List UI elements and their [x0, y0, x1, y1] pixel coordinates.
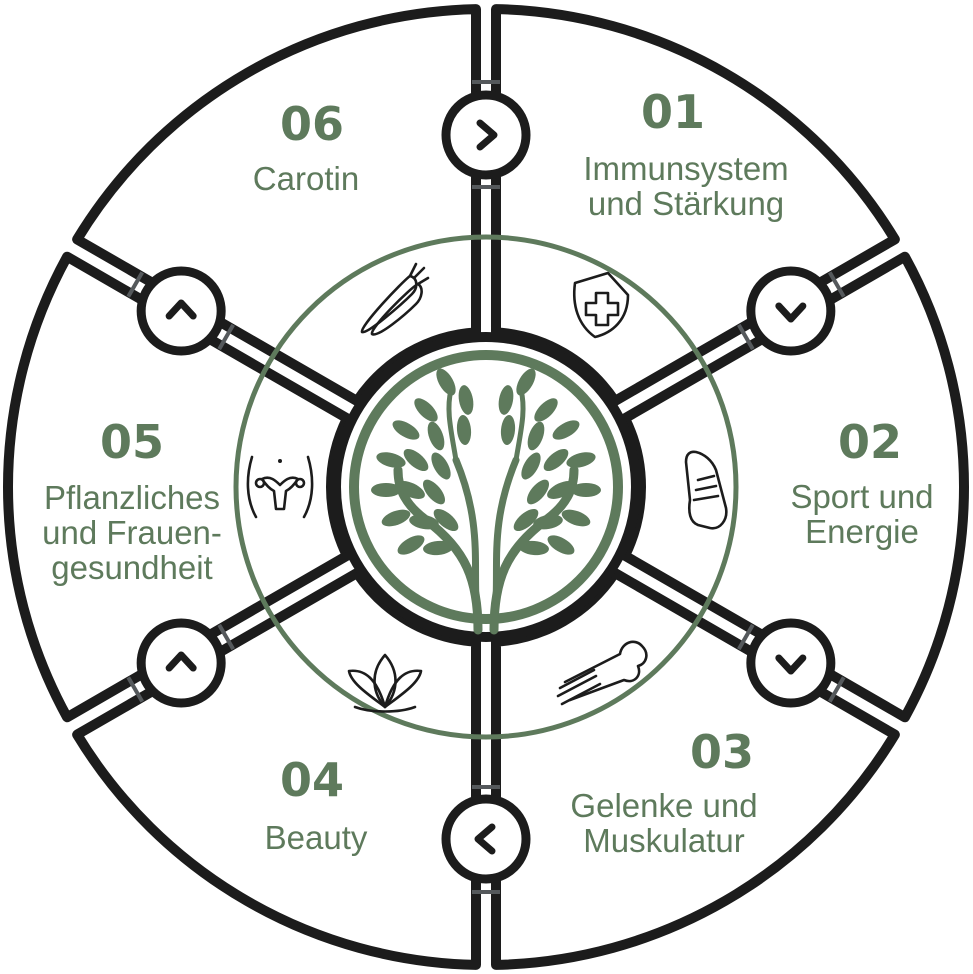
segment-label: und Frauen-: [42, 514, 222, 551]
gap-bar: [217, 323, 235, 351]
chevron-icon: [775, 654, 807, 675]
chevron-connector: [136, 266, 226, 356]
segment-label: Immunsystem: [583, 150, 788, 187]
segment-label: Muskulatur: [583, 822, 744, 859]
chevron-connector: [441, 90, 531, 180]
chevron-connector: [441, 794, 531, 884]
gap-bar: [217, 623, 235, 651]
shield-cross-icon: [573, 271, 630, 339]
center-circle: [331, 332, 641, 642]
chevron-icon: [165, 299, 197, 320]
uterus-icon: [246, 455, 314, 519]
segment-label: und Stärkung: [588, 185, 784, 222]
chevron-connector: [746, 266, 836, 356]
segment-label: Carotin: [253, 160, 359, 197]
center-green-ring: [349, 350, 623, 624]
chevron-connector: [136, 618, 226, 708]
chevron-icon: [165, 651, 197, 672]
segment-number: 06: [280, 97, 344, 151]
segment-label: Beauty: [265, 819, 368, 856]
inner-ring: [233, 234, 739, 740]
segment-number: 03: [690, 725, 754, 779]
gap-bar: [828, 271, 846, 298]
segment-number: 01: [641, 85, 705, 139]
bone-joint-icon: [556, 640, 648, 706]
gap-bar: [126, 271, 144, 298]
segment-label: Pflanzliches: [44, 479, 220, 516]
chevron-icon: [476, 119, 498, 151]
tree-icon: [371, 368, 601, 635]
segment-number: 02: [838, 415, 902, 469]
segment-label: gesundheit: [51, 549, 212, 586]
lotus-icon: [347, 653, 423, 713]
segment-number: 05: [100, 415, 164, 469]
gap-bar: [737, 323, 755, 351]
chevron-icon: [474, 823, 496, 855]
sneaker-icon: [684, 450, 728, 530]
carrot-icon: [360, 262, 430, 336]
gap-bar: [828, 676, 846, 703]
segment-number: 04: [280, 753, 344, 807]
gap-bar: [737, 623, 755, 651]
segment-label: Sport und: [790, 478, 933, 515]
chevron-connector: [746, 618, 836, 708]
segment-label: Gelenke und: [570, 787, 757, 824]
chevron-icon: [775, 302, 807, 323]
segment-label: Energie: [805, 513, 919, 550]
gap-bar: [126, 676, 144, 703]
